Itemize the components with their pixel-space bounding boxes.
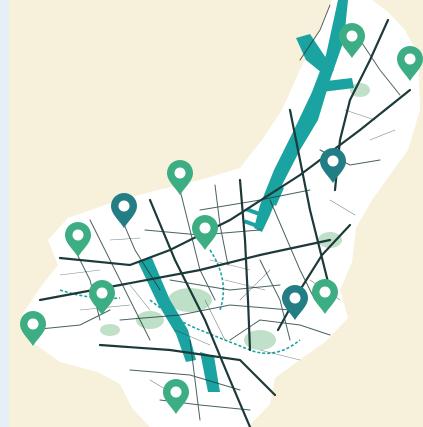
docks-water	[138, 0, 354, 392]
map-marker-icon[interactable]	[282, 285, 308, 320]
pin-hole	[199, 222, 211, 234]
map-marker-icon[interactable]	[320, 148, 346, 183]
pin-hole	[96, 287, 108, 299]
map-marker-icon[interactable]	[65, 222, 91, 257]
map-marker-icon[interactable]	[111, 193, 137, 228]
map-marker-icon[interactable]	[192, 215, 218, 250]
map-marker-icon[interactable]	[339, 23, 365, 58]
pin-hole	[174, 167, 186, 179]
pin-hole	[404, 53, 416, 65]
pin-hole	[72, 229, 84, 241]
map-pins	[20, 23, 423, 414]
pin-hole	[289, 292, 301, 304]
map-marker-icon[interactable]	[312, 279, 338, 314]
pin-hole	[118, 200, 130, 212]
map-marker-icon[interactable]	[397, 46, 423, 81]
city-land-area	[22, 0, 420, 427]
map-marker-icon[interactable]	[167, 160, 193, 195]
map-marker-icon[interactable]	[89, 280, 115, 315]
pin-hole	[170, 386, 182, 398]
street-network	[29, 4, 412, 427]
pin-hole	[346, 30, 358, 42]
sidebar-edge	[0, 0, 9, 427]
map-marker-icon[interactable]	[20, 311, 46, 346]
pin-hole	[27, 318, 39, 330]
pin-hole	[327, 155, 339, 167]
pin-hole	[319, 286, 331, 298]
map-marker-icon[interactable]	[163, 379, 189, 414]
